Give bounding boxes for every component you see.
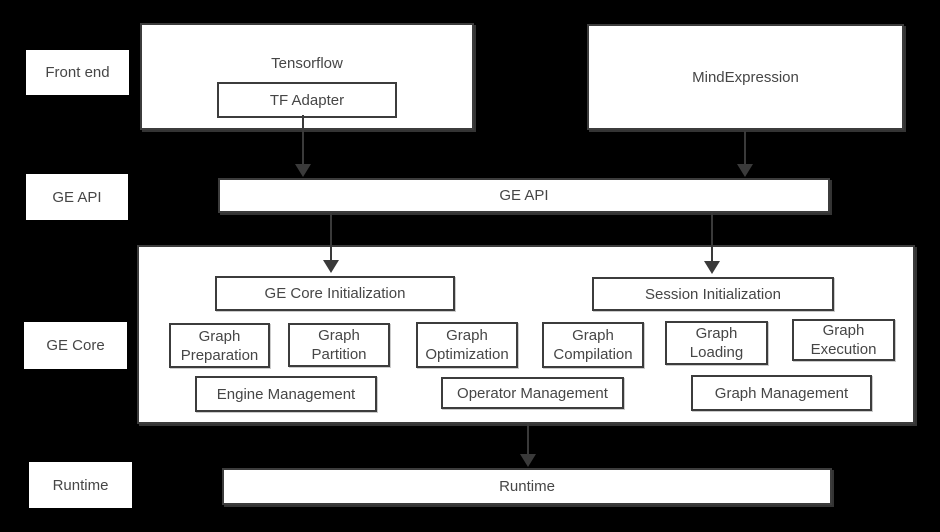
tensorflow-box: Tensorflow TF Adapter (140, 23, 474, 130)
graph-management-label: Graph Management (714, 384, 849, 402)
graph-compilation-box: Graph Compilation (542, 322, 644, 368)
arrow-mindexpression-to-ge-api (744, 131, 746, 164)
ge-api-bar: GE API (218, 178, 830, 213)
ge-core-initialization-label: GE Core Initialization (264, 285, 406, 302)
row-label-text: Front end (45, 64, 110, 81)
session-initialization-box: Session Initialization (592, 277, 834, 311)
graph-preparation-box: Graph Preparation (169, 323, 270, 368)
tf-adapter-label: TF Adapter (269, 91, 345, 109)
graph-partition-label: Graph Partition (311, 327, 367, 363)
row-label-ge-api: GE API (26, 174, 128, 220)
row-label-runtime: Runtime (29, 462, 132, 508)
graph-optimization-label: Graph Optimization (425, 327, 509, 363)
runtime-bar: Runtime (222, 468, 832, 505)
row-label-text: Runtime (52, 476, 109, 494)
arrow-ge-api-to-session-initialization (711, 213, 713, 261)
operator-management-box: Operator Management (441, 377, 624, 409)
graph-management-box: Graph Management (691, 375, 872, 411)
row-label-text: GE Core (46, 337, 105, 354)
arrow-tf-adapter-to-ge-api (302, 115, 304, 164)
graph-optimization-box: Graph Optimization (416, 322, 518, 368)
mindexpression-label: MindExpression (692, 68, 799, 86)
row-label-text: GE API (52, 188, 102, 206)
ge-api-bar-label: GE API (499, 187, 549, 204)
tf-adapter-box: TF Adapter (217, 82, 397, 118)
ge-core-initialization-box: GE Core Initialization (215, 276, 455, 311)
tensorflow-label: Tensorflow (271, 55, 343, 72)
graph-preparation-label: Graph Preparation (180, 327, 259, 364)
engine-management-box: Engine Management (195, 376, 377, 412)
session-initialization-label: Session Initialization (645, 285, 781, 303)
row-label-front-end: Front end (26, 50, 129, 95)
arrow-ge-core-to-runtime (527, 424, 529, 454)
ge-core-container: GE Core Initialization Session Initializ… (137, 245, 915, 424)
arrow-ge-api-to-ge-core-initialization (330, 213, 332, 260)
runtime-bar-label: Runtime (499, 478, 555, 495)
graph-loading-box: Graph Loading (665, 321, 768, 365)
graph-execution-box: Graph Execution (792, 319, 895, 361)
row-label-ge-core: GE Core (24, 322, 127, 369)
graph-compilation-label: Graph Compilation (553, 327, 633, 363)
graph-execution-label: Graph Execution (810, 322, 877, 358)
operator-management-label: Operator Management (457, 384, 608, 402)
mindexpression-box: MindExpression (587, 24, 904, 130)
engine-management-label: Engine Management (216, 385, 356, 403)
graph-loading-label: Graph Loading (689, 325, 744, 361)
graph-partition-box: Graph Partition (288, 323, 390, 367)
